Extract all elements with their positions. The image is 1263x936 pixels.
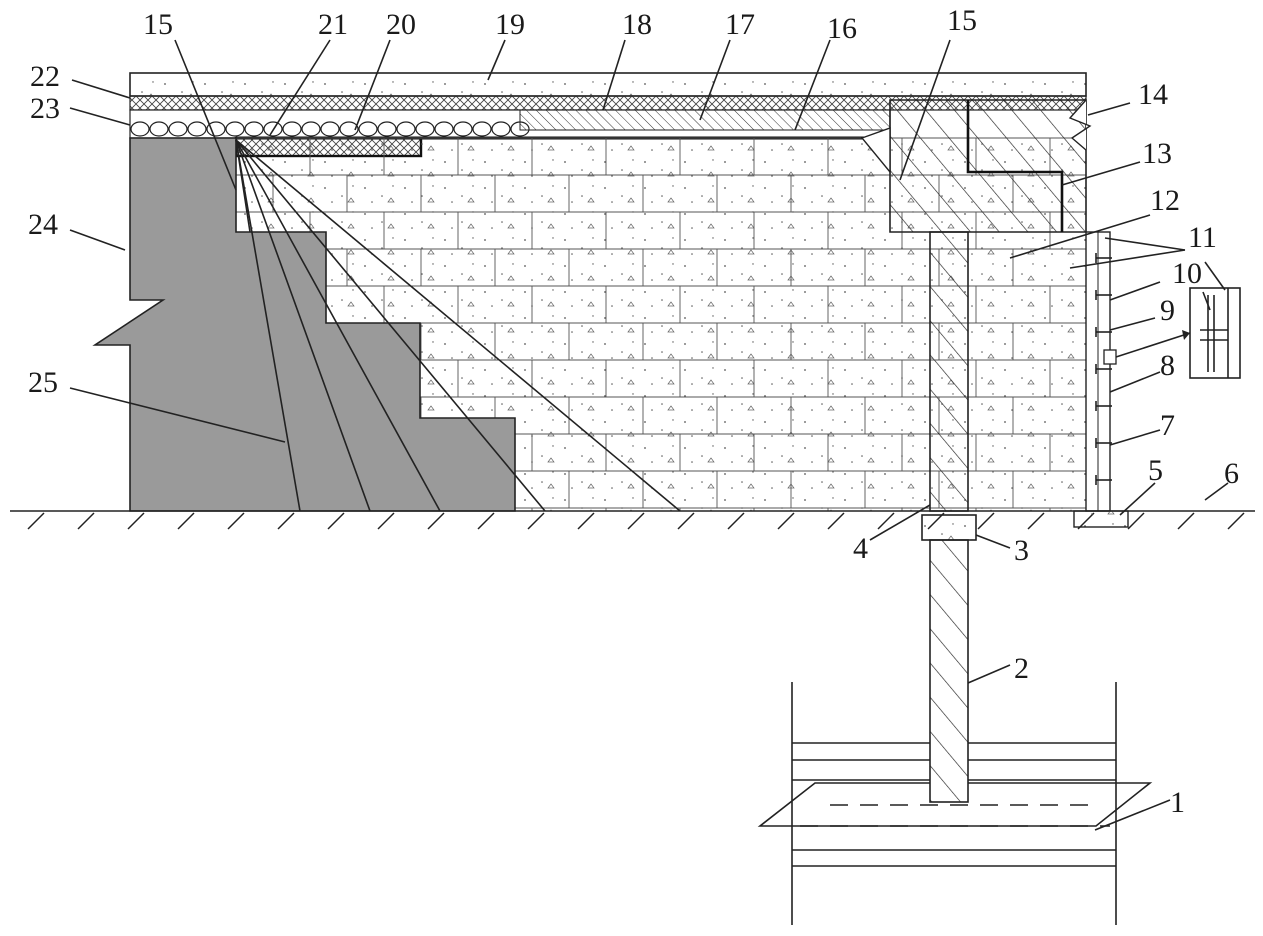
face-panel-7 bbox=[1085, 231, 1117, 512]
label-4: 4 bbox=[853, 532, 868, 565]
label-3: 3 bbox=[1014, 534, 1029, 567]
hatched-layer-16-17 bbox=[519, 109, 891, 131]
detail-callout bbox=[1115, 287, 1241, 379]
ground-line-6 bbox=[10, 510, 1255, 530]
label-23: 23 bbox=[30, 92, 60, 125]
label-25: 25 bbox=[28, 366, 58, 399]
label-12: 12 bbox=[1150, 184, 1180, 217]
label-20: 20 bbox=[386, 8, 416, 41]
label-22: 22 bbox=[30, 60, 60, 93]
callout-labels: 1 2 3 4 5 6 7 8 9 10 11 12 13 14 15 15 1… bbox=[28, 4, 1239, 819]
soil-mass-24 bbox=[92, 137, 516, 512]
label-17: 17 bbox=[725, 8, 755, 41]
label-10: 10 bbox=[1172, 257, 1202, 290]
label-6: 6 bbox=[1224, 457, 1239, 490]
leader-lines bbox=[69, 39, 1229, 831]
pile-4 bbox=[929, 231, 969, 512]
anchor-lines-25 bbox=[235, 139, 681, 512]
label-11: 11 bbox=[1188, 221, 1217, 254]
cap-beam-13 bbox=[860, 99, 1092, 233]
label-8: 8 bbox=[1160, 349, 1175, 382]
label-9: 9 bbox=[1160, 294, 1175, 327]
connector-9 bbox=[1103, 349, 1117, 365]
label-15-left: 15 bbox=[143, 8, 173, 41]
pile-cap-3 bbox=[921, 514, 977, 541]
label-2: 2 bbox=[1014, 652, 1029, 685]
gravel-stones bbox=[130, 121, 530, 137]
pile-2 bbox=[929, 539, 969, 803]
label-13: 13 bbox=[1142, 137, 1172, 170]
label-7: 7 bbox=[1160, 409, 1175, 442]
label-16: 16 bbox=[827, 12, 857, 45]
label-19: 19 bbox=[495, 8, 525, 41]
label-5: 5 bbox=[1148, 454, 1163, 487]
label-18: 18 bbox=[622, 8, 652, 41]
label-1: 1 bbox=[1170, 786, 1185, 819]
label-14: 14 bbox=[1138, 78, 1168, 111]
label-21: 21 bbox=[318, 8, 348, 41]
label-15-right: 15 bbox=[947, 4, 977, 37]
underground-structure-1 bbox=[757, 682, 1153, 925]
footing-5 bbox=[1073, 510, 1129, 528]
label-24: 24 bbox=[28, 208, 58, 241]
